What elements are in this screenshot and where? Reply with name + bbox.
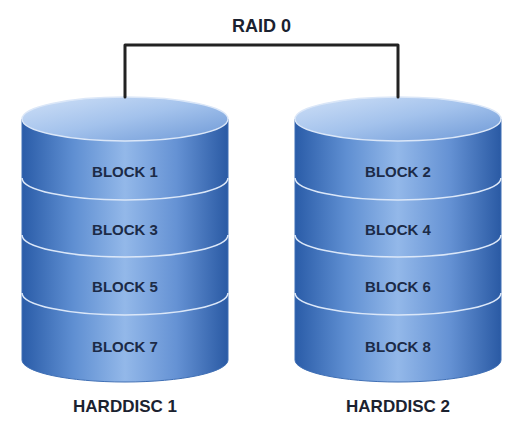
block-label: BLOCK 7: [22, 338, 228, 355]
block-label: BLOCK 6: [295, 278, 501, 295]
platter-divider: [295, 178, 501, 200]
cylinder-top: [22, 97, 228, 141]
block-label: BLOCK 3: [22, 220, 228, 237]
data-block: BLOCK 5: [22, 257, 228, 315]
data-block: BLOCK 7: [22, 315, 228, 377]
block-label: BLOCK 1: [22, 162, 228, 179]
data-block: BLOCK 3: [22, 200, 228, 257]
block-label: BLOCK 2: [295, 162, 501, 179]
block-label: BLOCK 8: [295, 338, 501, 355]
cylinder-body: [295, 119, 501, 382]
data-block: BLOCK 1: [22, 141, 228, 200]
data-block: BLOCK 2: [295, 141, 501, 200]
platter-divider: [22, 293, 228, 315]
data-block: BLOCK 8: [295, 315, 501, 377]
cylinder-body: [22, 119, 228, 382]
platter-divider: [22, 178, 228, 200]
disk-label: HARDDISC 2: [275, 397, 521, 417]
block-label: BLOCK 5: [22, 278, 228, 295]
disk-label: HARDDISC 1: [2, 397, 248, 417]
hard-disk: HARDDISC 1BLOCK 1BLOCK 3BLOCK 5BLOCK 7: [22, 97, 228, 382]
data-block: BLOCK 6: [295, 257, 501, 315]
data-block: BLOCK 4: [295, 200, 501, 257]
raid-connector: [125, 45, 398, 97]
raid-label: RAID 0: [232, 16, 291, 37]
platter-divider: [295, 235, 501, 257]
cylinder-top: [295, 97, 501, 141]
hard-disk: HARDDISC 2BLOCK 2BLOCK 4BLOCK 6BLOCK 8: [295, 97, 501, 382]
block-label: BLOCK 4: [295, 220, 501, 237]
platter-divider: [22, 235, 228, 257]
platter-divider: [295, 293, 501, 315]
